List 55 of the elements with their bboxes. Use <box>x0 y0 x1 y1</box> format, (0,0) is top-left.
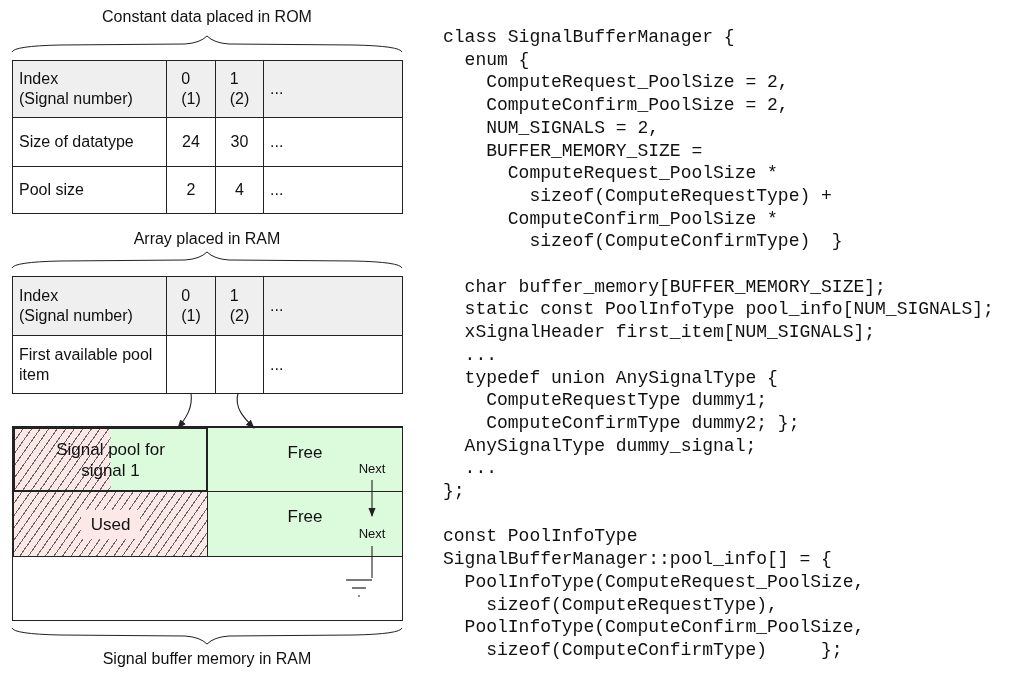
caption-text: Constant data placed in ROM <box>102 8 312 26</box>
memory-area <box>12 426 403 621</box>
code-line: static const PoolInfoType pool_info[NUM_SIGNALS]; <box>464 298 994 321</box>
block-label: Free <box>287 506 323 527</box>
code-line: sizeof(ComputeConfirmType) } <box>529 230 843 253</box>
code-line: ... <box>464 457 497 480</box>
code-line: sizeof(ComputeRequestType), <box>486 593 778 616</box>
code-line: char buffer_memory[BUFFER_MEMORY_SIZE]; <box>464 275 886 298</box>
edge-label: Next <box>358 526 386 541</box>
code-line: class SignalBufferManager { <box>443 26 735 48</box>
header-cell: 0 (1) <box>166 276 216 336</box>
code-line: SignalBufferManager::pool_info[] = { <box>443 548 832 571</box>
code-line: ... <box>464 343 497 366</box>
header-cell: ... <box>263 276 403 336</box>
header-cell: ... <box>263 60 403 118</box>
header-cell: 0 (1) <box>166 60 216 118</box>
memory-block <box>207 491 403 557</box>
code-line: NUM_SIGNALS = 2, <box>486 116 659 139</box>
code-line: sizeof(ComputeRequestType) + <box>529 184 832 207</box>
code-line: const PoolInfoType <box>443 525 638 548</box>
table-cell: ... <box>263 335 403 394</box>
code-line: typedef union AnySignalType { <box>464 366 778 389</box>
table-cell: First available pool item <box>12 335 167 394</box>
code-line: sizeof(ComputeConfirmType) }; <box>486 638 843 661</box>
code-line: }; <box>443 480 465 502</box>
code-line: ComputeConfirm_PoolSize * <box>507 207 778 230</box>
block-label: Free <box>287 442 323 463</box>
code-line: PoolInfoType(ComputeConfirm_PoolSize, <box>464 616 865 639</box>
header-cell: Index (Signal number) <box>12 276 167 336</box>
code-line: AnySignalType dummy_signal; <box>464 434 757 457</box>
caption-text: Array placed in RAM <box>133 230 281 248</box>
code-line: ComputeConfirmType dummy2; }; <box>486 411 800 434</box>
code-line: ComputeRequestType dummy1; <box>486 389 768 412</box>
memory-block <box>13 491 208 557</box>
code-line: ComputeConfirm_PoolSize = 2, <box>486 94 789 117</box>
arrow <box>177 392 192 429</box>
code-line: PoolInfoType(ComputeRequest_PoolSize, <box>464 570 865 593</box>
header-cell: 1 (2) <box>215 60 264 118</box>
arrow <box>236 392 255 429</box>
code-line: xSignalHeader first_item[NUM_SIGNALS]; <box>464 321 876 344</box>
block-label: Used <box>80 509 141 539</box>
table-cell: Pool size <box>12 166 167 214</box>
table-cell: ... <box>263 166 403 214</box>
arrow <box>368 479 376 517</box>
edge-label: Next <box>358 461 386 476</box>
code-line: ComputeRequest_PoolSize = 2, <box>486 71 789 94</box>
header-cell: 1 (2) <box>215 276 264 336</box>
code-line: BUFFER_MEMORY_SIZE = <box>486 139 703 162</box>
code-line: enum { <box>464 48 530 71</box>
code-line: ComputeRequest_PoolSize * <box>507 162 778 185</box>
memory-block <box>13 427 208 492</box>
memory-block <box>207 427 403 492</box>
header-cell: Index (Signal number) <box>12 60 167 118</box>
ground-icon <box>345 579 373 599</box>
caption-text: Signal buffer memory in RAM <box>102 650 312 668</box>
